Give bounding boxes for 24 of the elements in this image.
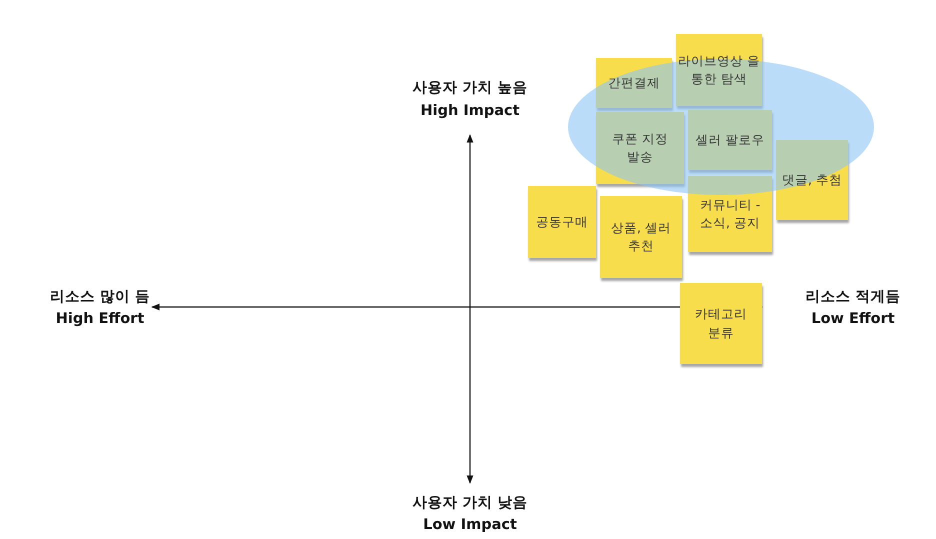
note-text: 셀러 팔로우 — [694, 130, 766, 149]
axis-label: High Effort — [56, 311, 144, 327]
note-text: 상품, 셀러 추천 — [610, 218, 672, 255]
sticky-note — [596, 112, 684, 184]
note-text: 커뮤니티 -소식, 공지 — [698, 196, 762, 232]
axis-label: 리소스 적게듬 — [805, 288, 901, 306]
note-text: 간편결제 — [607, 74, 661, 92]
note-text: 카테고리 분류 — [694, 305, 748, 342]
axis-label: High Impact — [420, 103, 520, 119]
axis-label: 사용자 가치 낮음 — [412, 494, 528, 512]
note-text: 쿠폰 지정 발송 — [611, 130, 669, 166]
axis-label: 사용자 가치 높음 — [412, 79, 528, 97]
sticky-note — [680, 283, 762, 364]
axis-label: 리소스 많이 듬 — [50, 288, 150, 306]
sticky-note — [776, 140, 848, 220]
axis-label: Low Effort — [811, 311, 895, 327]
note-text: 댓글, 추첨 — [781, 170, 843, 189]
sticky-note — [600, 196, 682, 278]
sticky-note — [688, 110, 772, 170]
sticky-note — [528, 186, 596, 258]
note-text: 공동구매 — [535, 212, 589, 231]
sticky-note — [688, 176, 772, 252]
axis-label: Low Impact — [423, 517, 517, 533]
sticky-note — [596, 58, 672, 108]
